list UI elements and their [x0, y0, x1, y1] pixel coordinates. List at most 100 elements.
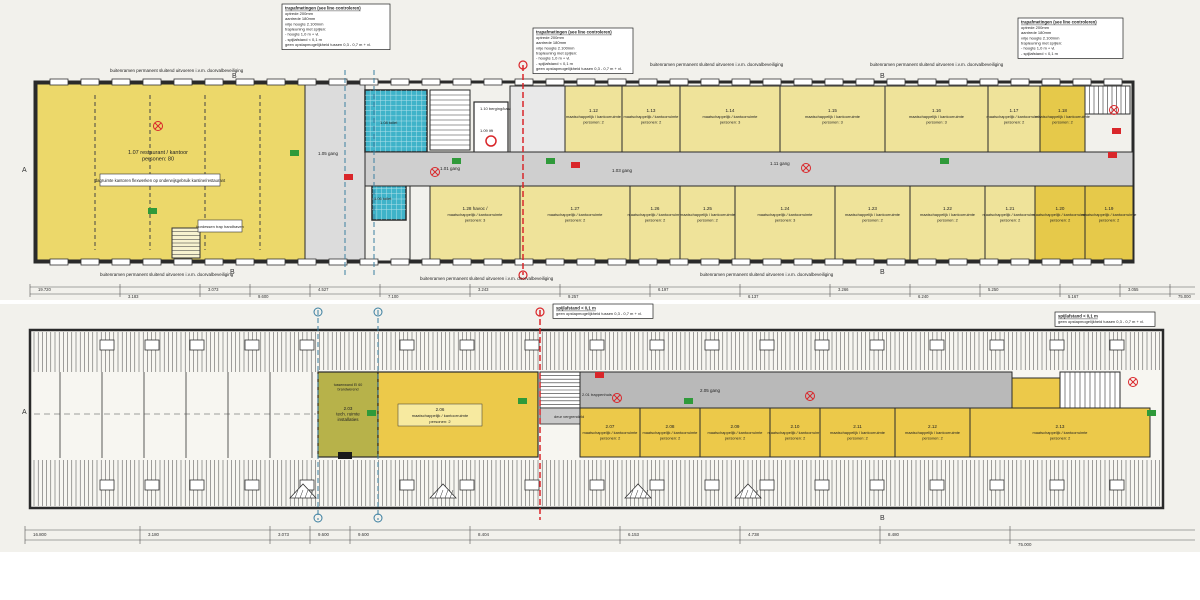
- room-persons: personen: 2: [697, 218, 718, 223]
- fire-extinguisher-icon: [595, 372, 604, 378]
- room-1-15: [779, 85, 886, 153]
- section-mark: B: [880, 269, 885, 276]
- dimension-label: 5.167: [1068, 294, 1079, 299]
- room-persons: personen: 2: [785, 436, 806, 441]
- room-use: maatschappelijk / kantoorruimte: [448, 212, 503, 217]
- core-label: 1.06 toilet: [374, 196, 392, 201]
- note-line: vrije hoogte 2.100mm: [536, 45, 575, 50]
- room-use: maatschappelijk / kantoorruimte: [987, 114, 1042, 119]
- exit-sign-icon: [940, 158, 949, 164]
- room-use: maatschappelijk / kantoorruimte: [703, 114, 758, 119]
- room-id: 1.16: [932, 108, 941, 113]
- room-persons: personen: 2: [641, 120, 662, 125]
- room-use: maatschappelijk / kantoorruimte: [983, 212, 1038, 217]
- smoke-detector-icon: [1109, 105, 1119, 115]
- note-line: geen opstapmogelijkheid tussen 0,3 - 0,7…: [1058, 319, 1144, 324]
- exit-sign-icon: [518, 398, 527, 404]
- room-id: 1.13: [647, 108, 656, 113]
- room-id: 1.15: [828, 108, 837, 113]
- facade-label: buitenramen permanent sluitend uitvoeren…: [110, 68, 244, 73]
- room-2-13: [969, 407, 1151, 458]
- room-id: 2.09: [731, 424, 740, 429]
- note-line: trapleuning met spijlen:: [285, 27, 326, 32]
- dimension-label: 3.243: [478, 287, 489, 292]
- dimension-label: 6.197: [658, 287, 669, 292]
- room-use: maatschappelijk / kantoorruimte: [643, 430, 698, 435]
- note-title: trapafmetingen (see line controleren): [1021, 20, 1097, 25]
- room-use: maatschappelijk / kantoorruimte: [805, 114, 860, 119]
- section-mark: B: [880, 515, 885, 522]
- room-persons: personen: 3: [775, 218, 796, 223]
- room-use: maatschappelijk / kantoorruimte: [412, 413, 469, 418]
- room-1-28: [429, 185, 521, 261]
- room-2-09: [699, 407, 771, 458]
- note-line: optrede 200mm: [536, 35, 565, 40]
- room-persons: personen: 3: [720, 120, 741, 125]
- facade-label: buitenramen permanent sluitend uitvoeren…: [100, 272, 234, 277]
- dimension-label: 3.073: [278, 532, 290, 537]
- room-persons: personen: 3: [822, 120, 843, 125]
- room-use: maatschappelijk / kantoorruimte: [905, 430, 960, 435]
- corridor-label: 1.11 gang: [770, 161, 790, 166]
- note-line: aantrede 180mm: [1021, 30, 1052, 35]
- note-box: [532, 27, 634, 74]
- dormer-hatch: [624, 483, 652, 499]
- room-id: 1.28 havoc /: [462, 206, 488, 211]
- room-1-24: [734, 185, 836, 261]
- room-persons: personen: 2: [725, 436, 746, 441]
- room-use: maatschappelijk / kantoorruimte: [566, 114, 621, 119]
- exit-sign-icon: [148, 208, 157, 214]
- room-id: 1.21: [1006, 206, 1015, 211]
- core-label: 1.10 berging/kast: [480, 106, 512, 111]
- room-id: 1.25: [703, 206, 712, 211]
- note-line: geen opstapmogelijkheid tussen 0,3 - 0,7…: [536, 66, 622, 71]
- room-persons: personen: 2: [660, 436, 681, 441]
- section-mark: B: [232, 73, 237, 80]
- room-use: maatschappelijk / kantoorruimte: [548, 212, 603, 217]
- room-persons: personen: 2: [922, 436, 943, 441]
- room-use: maatschappelijk / kantoorruimte: [909, 114, 964, 119]
- room-use: maatschappelijk / kantoorruimte: [1035, 114, 1090, 119]
- room-persons: personen: 2: [583, 120, 604, 125]
- section-mark: B: [230, 269, 235, 276]
- exit-sign-icon: [367, 410, 376, 416]
- room-use: maatschappelijk / kantoorruimte: [1082, 212, 1137, 217]
- room-id: 2.11: [853, 424, 862, 429]
- note-box: [1017, 17, 1124, 59]
- smoke-detector-icon: [801, 163, 811, 173]
- dimension-label: 75.000: [1018, 542, 1032, 547]
- room-use: maatschappelijk / kantoorruimte: [758, 212, 813, 217]
- dimension-label: 6.137: [748, 294, 759, 299]
- corridor-core: [304, 83, 366, 261]
- note-line: optrede 200mm: [285, 11, 314, 16]
- dimension-label: 4.527: [318, 287, 329, 292]
- room-1-25: [679, 185, 736, 261]
- room-use: maatschappelijk / kantoorruimte: [583, 430, 638, 435]
- room-id: 2.07: [606, 424, 615, 429]
- dimension-label: 8.480: [888, 532, 900, 537]
- dimension-label: 9.600: [318, 532, 330, 537]
- dimension-label: 8.404: [478, 532, 490, 537]
- dormer-hatch: [734, 483, 762, 499]
- room-1-17: [987, 85, 1041, 153]
- exit-sign-icon: [546, 158, 555, 164]
- room-persons: personen: 2: [429, 419, 451, 424]
- core-label: 1.09 lift: [480, 128, 494, 133]
- room-persons: personen: 2: [565, 218, 586, 223]
- stair-sub: deur vergrendeld: [554, 414, 584, 419]
- corridor-2-05: [579, 371, 1013, 409]
- room-persons: personen: 2: [1004, 120, 1025, 125]
- dimension-label: 3.183: [128, 294, 139, 299]
- room-id: 2.06: [436, 407, 445, 412]
- room-id: 1.17: [1010, 108, 1019, 113]
- room-1-20: [1034, 185, 1086, 261]
- section-mark: A: [22, 167, 27, 174]
- note-line: geen opstapmogelijkheid tussen 0,3 - 0,7…: [556, 311, 642, 316]
- corridor-label: 1.03 gang: [612, 168, 633, 173]
- room-1-18: [1039, 85, 1086, 153]
- note-line: - spijlafstand < 0,1 m: [1021, 51, 1059, 56]
- smoke-detector-icon: [805, 391, 815, 401]
